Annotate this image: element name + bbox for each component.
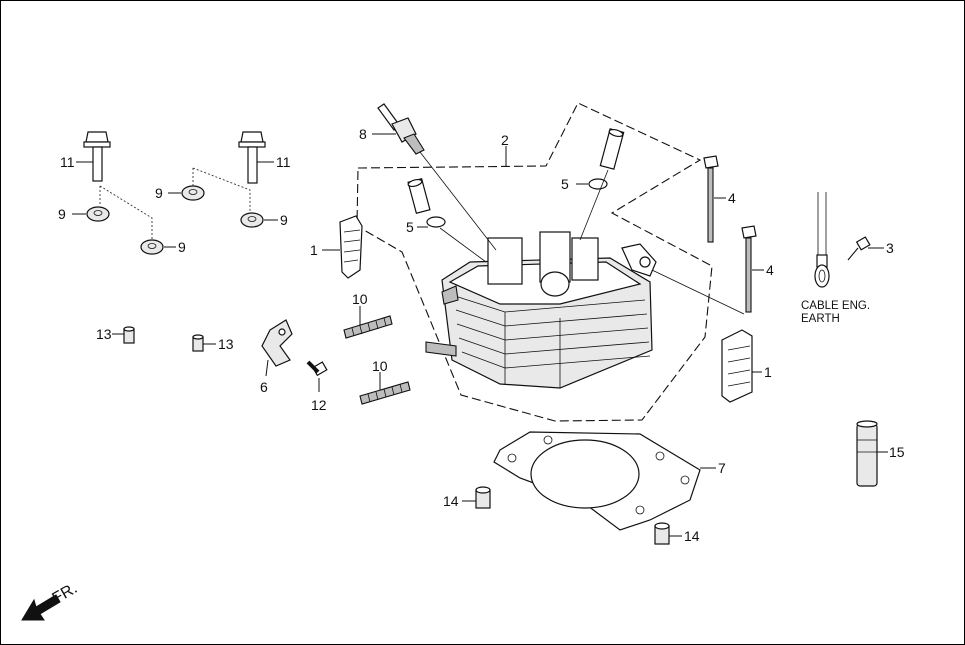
front-direction-arrow-icon xyxy=(21,594,61,621)
callout-10-lower: 10 xyxy=(372,358,388,374)
washer-c xyxy=(240,212,264,228)
callout-9-b: 9 xyxy=(155,185,163,201)
flange-bolt-left xyxy=(83,131,111,182)
dowel-pin-a xyxy=(123,326,135,344)
stud-bolt-upper xyxy=(703,155,719,243)
tensioner-lever xyxy=(261,319,293,367)
cable-note-line1: CABLE ENG. xyxy=(801,300,870,312)
callout-5-upper: 5 xyxy=(561,176,569,192)
callout-6: 6 xyxy=(260,379,268,395)
callout-4-lower: 4 xyxy=(766,262,774,278)
callout-9-a: 9 xyxy=(58,206,66,222)
stud-bolt-lower xyxy=(741,225,757,313)
callout-14-right: 14 xyxy=(684,528,700,544)
valve-guide-right xyxy=(599,128,625,170)
dowel-collar-b xyxy=(654,522,670,545)
callout-11-left: 11 xyxy=(60,154,75,170)
stud-upper xyxy=(343,315,393,339)
spark-plug xyxy=(377,103,425,155)
callout-13-right: 13 xyxy=(218,336,234,352)
callout-10-upper: 10 xyxy=(352,291,368,307)
washer-b xyxy=(181,185,205,201)
flange-bolt-right xyxy=(238,131,266,184)
head-gasket xyxy=(493,431,701,531)
callout-11-right: 11 xyxy=(276,154,291,170)
o-ring-right xyxy=(588,178,608,190)
callout-2: 2 xyxy=(501,132,509,148)
callout-8: 8 xyxy=(359,126,367,142)
callout-7: 7 xyxy=(718,460,726,476)
small-bolt xyxy=(306,360,328,377)
callout-15: 15 xyxy=(889,444,905,460)
washer-d xyxy=(140,239,164,255)
stud-lower xyxy=(359,381,411,405)
cylinder-head xyxy=(425,231,657,389)
chain-guide-right xyxy=(721,329,753,403)
dowel-collar-a xyxy=(475,486,491,509)
callout-1-right: 1 xyxy=(764,364,772,380)
callout-13-left: 13 xyxy=(96,326,112,342)
cylinder-head-assembly-outline xyxy=(356,102,713,422)
callout-4-upper: 4 xyxy=(728,190,736,206)
washer-a xyxy=(86,206,110,222)
valve-guide-left xyxy=(407,177,431,215)
callout-9-d: 9 xyxy=(178,239,186,255)
cable-note-line2: EARTH xyxy=(801,313,840,325)
callout-5-lower: 5 xyxy=(406,219,414,235)
dowel-pin-b xyxy=(192,334,204,352)
callout-1-left: 1 xyxy=(310,242,318,258)
callout-14-left: 14 xyxy=(443,493,459,509)
lash-adjuster xyxy=(856,420,878,487)
earth-bolt xyxy=(847,236,871,261)
chain-guide-left xyxy=(339,215,363,279)
earth-cable xyxy=(814,192,830,288)
callout-9-c: 9 xyxy=(280,212,288,228)
o-ring-left xyxy=(426,216,446,228)
callout-3: 3 xyxy=(886,240,894,256)
callout-12: 12 xyxy=(311,397,327,413)
